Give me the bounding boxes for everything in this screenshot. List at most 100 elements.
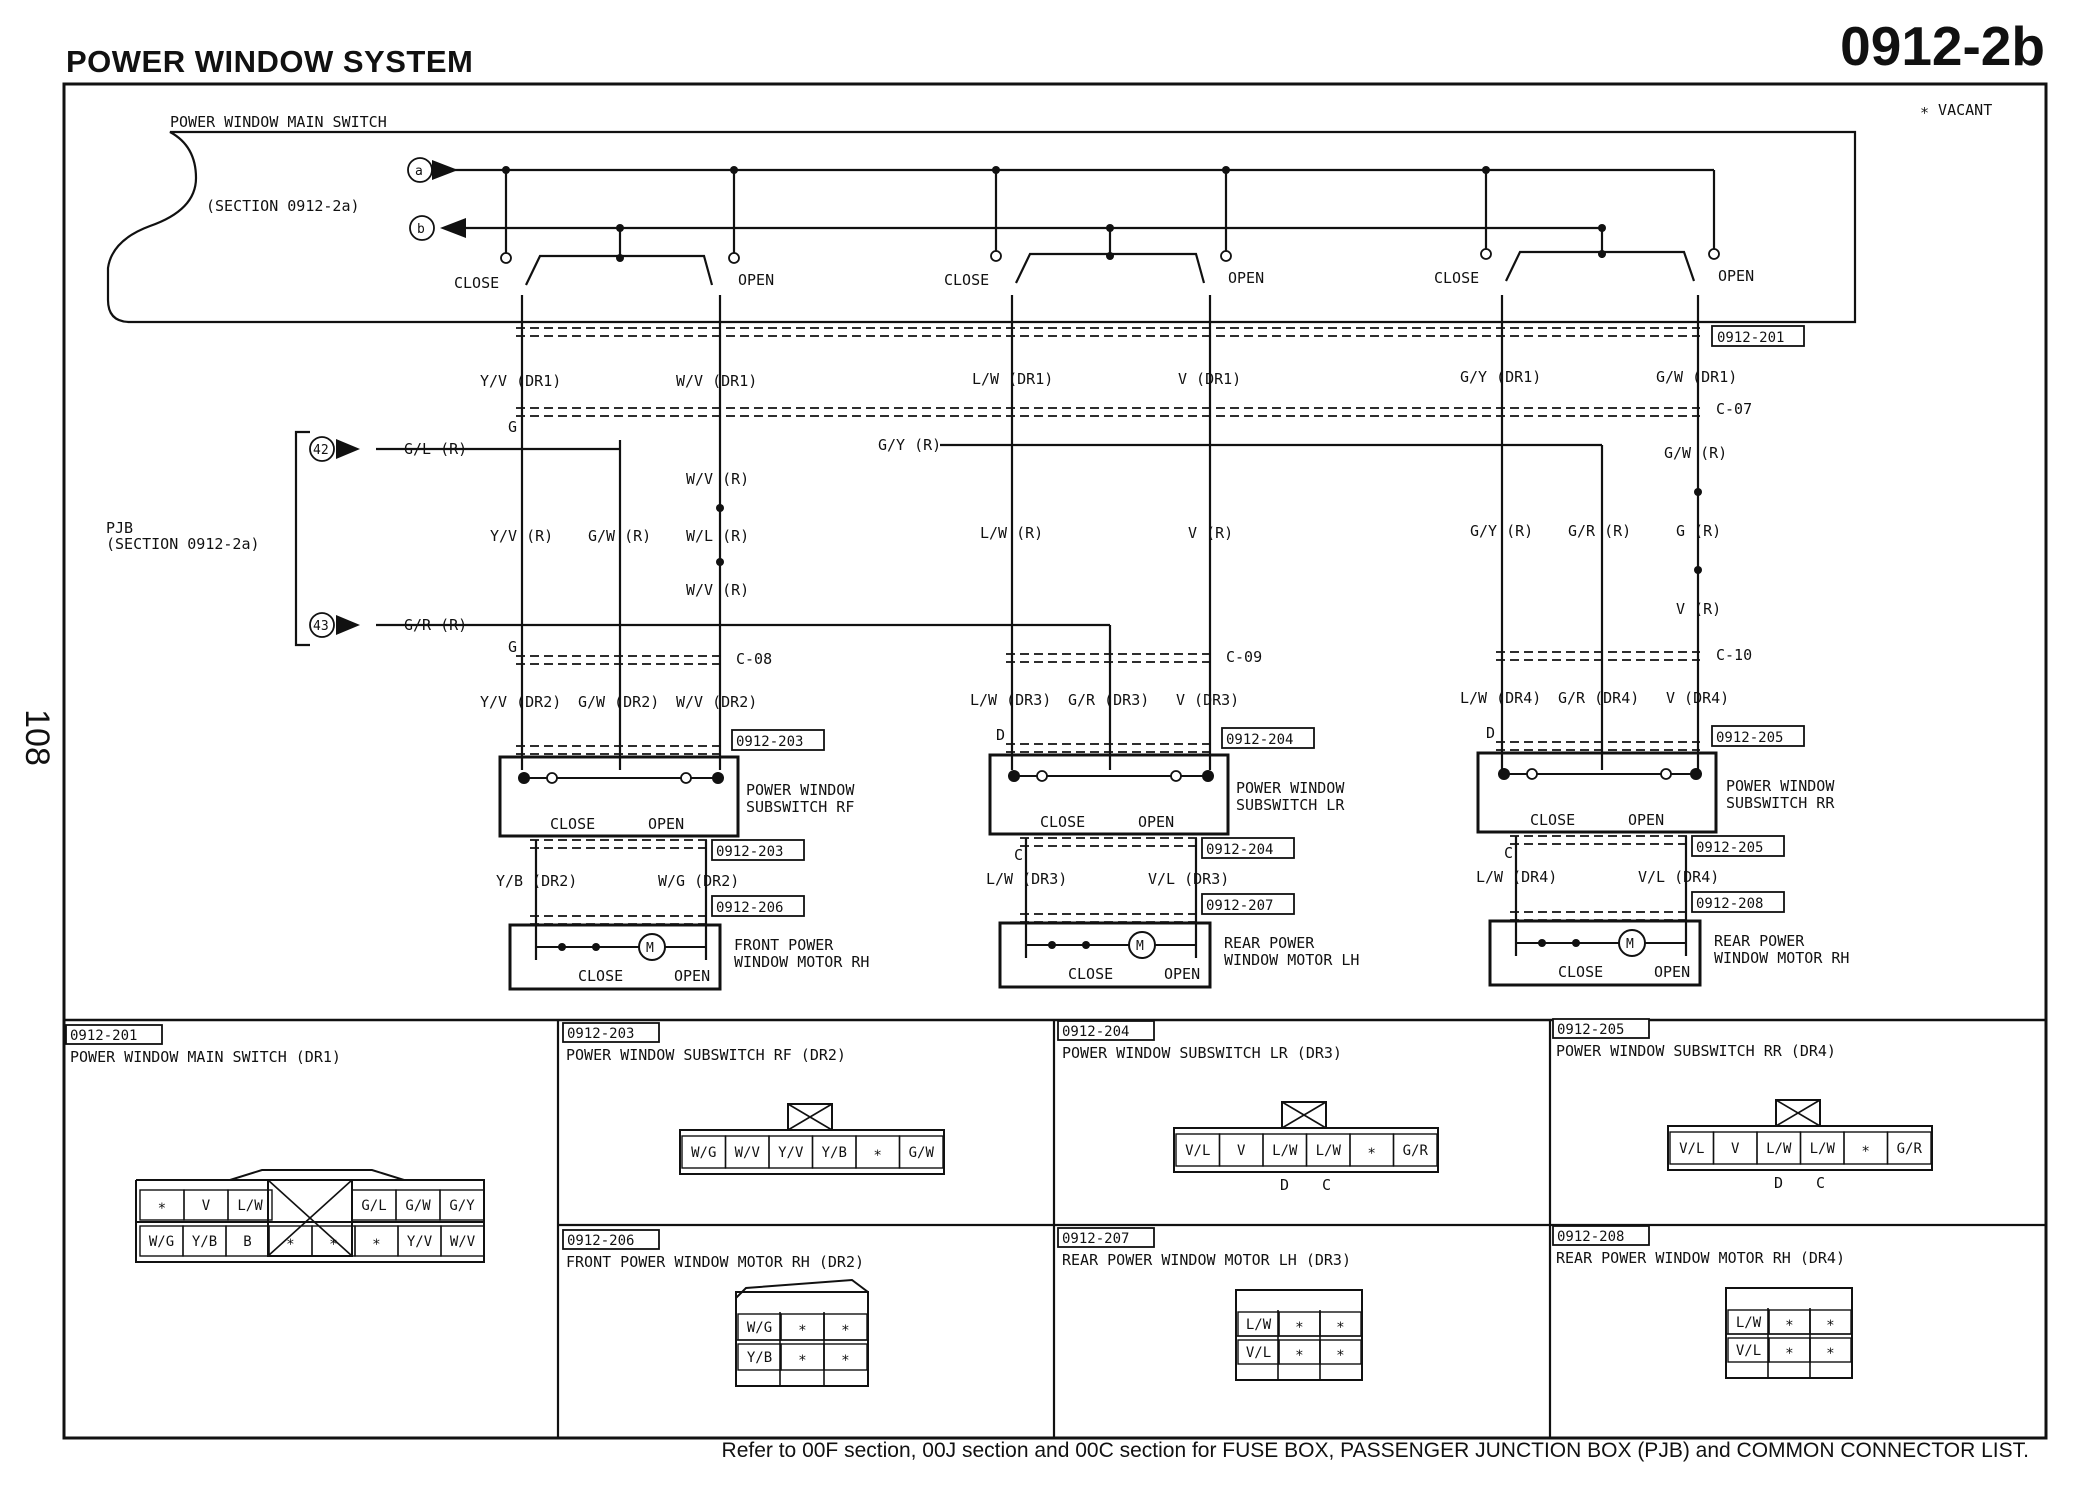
wire-lr-mid-2: V (R): [1188, 524, 1233, 542]
d-label-2: D: [1486, 724, 1495, 742]
p207-id: 0912-207: [1062, 1231, 1129, 1247]
pin-label: L/W: [1810, 1141, 1836, 1157]
pin-cell: [439, 1189, 485, 1221]
p204-sub-d: D: [1280, 1176, 1289, 1194]
pin-label: Y/B: [747, 1350, 772, 1366]
sub-lr-name-2: SUBSWITCH LR: [1236, 796, 1345, 814]
motor-rr-open: OPEN: [1654, 963, 1690, 981]
pin-label: G/R: [1897, 1141, 1923, 1157]
p203-id: 0912-203: [567, 1026, 634, 1042]
motor-rf-m: M: [646, 941, 654, 956]
motor-lr-open: OPEN: [1164, 965, 1200, 983]
pin-cell: [1392, 1133, 1438, 1167]
ms-close-3: CLOSE: [1434, 269, 1479, 287]
pin-label: W/G: [149, 1234, 174, 1250]
wire-rf-low-3: W/V (DR2): [676, 693, 757, 711]
pin-label: B: [243, 1234, 251, 1250]
pjb-pin-43-marker: [309, 612, 335, 638]
main-switch-title: POWER WINDOW MAIN SWITCH: [170, 113, 387, 131]
ms-open-3: OPEN: [1718, 267, 1754, 285]
p204-id: 0912-204: [1062, 1024, 1129, 1040]
sub-lr-name-1: POWER WINDOW: [1236, 779, 1345, 797]
p204-title: POWER WINDOW SUBSWITCH LR (DR3): [1062, 1044, 1342, 1062]
terminal-b: b: [417, 222, 425, 237]
ms-open-2: OPEN: [1228, 269, 1264, 287]
pin-label: V/L: [1185, 1143, 1210, 1159]
wire-lr-gy: G/Y (R): [878, 436, 941, 454]
sub-rf-name-1: POWER WINDOW: [746, 781, 855, 799]
sub-rr-name-2: SUBSWITCH RR: [1726, 794, 1835, 812]
pin-label: ∗: [1862, 1141, 1870, 1157]
sub-rf-close: CLOSE: [550, 815, 595, 833]
ms-close-1: CLOSE: [454, 274, 499, 292]
pin-label: ∗: [1785, 1343, 1793, 1359]
p203-title: POWER WINDOW SUBSWITCH RF (DR2): [566, 1046, 846, 1064]
p205-sub-c: C: [1816, 1174, 1825, 1192]
wire-lr-low-3: V (DR3): [1176, 691, 1239, 709]
sub-lr-conn-bot: 0912-204: [1206, 842, 1273, 858]
pin-label: L/W: [237, 1198, 263, 1214]
wire-rf-mot-2: W/G (DR2): [658, 872, 739, 890]
pin-label: L/W: [1316, 1143, 1342, 1159]
main-switch-outline: [106, 130, 1857, 324]
pin-cell: [1809, 1337, 1852, 1363]
wire-rr-low-1: L/W (DR4): [1460, 689, 1541, 707]
motor-rr-conn: 0912-208: [1696, 896, 1763, 912]
pin-label: L/W: [1272, 1143, 1298, 1159]
wire-rf-mid-3a: W/V (R): [686, 470, 749, 488]
wire-rf-top-close: Y/V (DR1): [480, 372, 561, 390]
motor-lr-name-1: REAR POWER: [1224, 934, 1315, 952]
pin-label: ∗: [158, 1198, 166, 1214]
p201-title: POWER WINDOW MAIN SWITCH (DR1): [70, 1048, 341, 1066]
pin-label: ∗: [1368, 1143, 1376, 1159]
subswitch-rr-box: [1476, 751, 1718, 834]
sub-rf-conn-bot: 0912-203: [716, 844, 783, 860]
motor-rr-name-1: REAR POWER: [1714, 932, 1805, 950]
c07-label: C-07: [1716, 400, 1752, 418]
pin-label: Y/V: [778, 1145, 804, 1161]
pin-label: ∗: [1826, 1343, 1834, 1359]
motor-rr-m: M: [1626, 937, 1634, 952]
pin-label: V/L: [1679, 1141, 1704, 1157]
sub-lr-conn-top: 0912-204: [1226, 732, 1293, 748]
pin-label: ∗: [798, 1350, 806, 1366]
wire-rf-mot-1: Y/B (DR2): [496, 872, 577, 890]
d-label-1: D: [996, 726, 1005, 744]
c10-label: C-10: [1716, 646, 1752, 664]
wire-lr-top-close: L/W (DR1): [972, 370, 1053, 388]
sub-rf-name-2: SUBSWITCH RF: [746, 798, 854, 816]
wire-rf-mid-1: Y/V (R): [490, 527, 553, 545]
wire-rr-mot-1: L/W (DR4): [1476, 868, 1557, 886]
ms-open-1: OPEN: [738, 271, 774, 289]
vacant-note: ∗ VACANT: [1920, 101, 1992, 119]
subswitch-rf-box: [498, 755, 740, 838]
wire-rf-low-1: Y/V (DR2): [480, 693, 561, 711]
pjb-pin-42-marker: [309, 436, 335, 462]
subswitch-lr-box: [988, 753, 1230, 836]
pin-label: ∗: [841, 1320, 849, 1336]
pin-label: G/Y: [449, 1198, 475, 1214]
wire-rf-mid-3c: W/V (R): [686, 581, 749, 599]
ms-close-2: CLOSE: [944, 271, 989, 289]
wire-rr-v: V (R): [1676, 600, 1721, 618]
pin-label: ∗: [874, 1145, 882, 1161]
pin-label: ∗: [372, 1234, 380, 1250]
motor-rf-conn: 0912-206: [716, 900, 783, 916]
pjb-pin-42: 42: [313, 443, 329, 458]
motor-rr-name-2: WINDOW MOTOR RH: [1714, 949, 1849, 967]
pin-label: G/L: [361, 1198, 386, 1214]
pin-cell: [823, 1313, 868, 1341]
pin-label: ∗: [1785, 1315, 1793, 1331]
pin-label: Y/B: [822, 1145, 847, 1161]
pin-cell: [440, 1225, 485, 1257]
wire-rf-low-2: G/W (DR2): [578, 693, 659, 711]
pin-cell: [227, 1189, 273, 1221]
pin-label: W/V: [450, 1234, 476, 1250]
motor-rf-close: CLOSE: [578, 967, 623, 985]
pin-label: V: [202, 1198, 211, 1214]
wire-rf-top-open: W/V (DR1): [676, 372, 757, 390]
p201-id: 0912-201: [70, 1028, 137, 1044]
p205-id: 0912-205: [1557, 1022, 1624, 1038]
pin-cell: [1319, 1339, 1362, 1365]
